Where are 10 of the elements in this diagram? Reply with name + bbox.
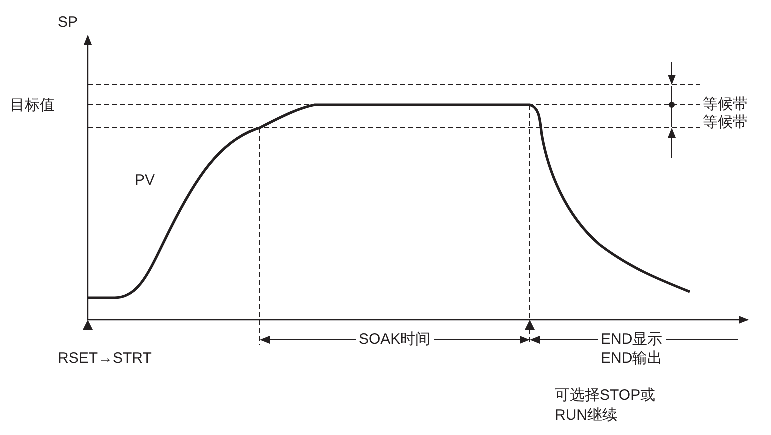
start-label: RSET→STRT bbox=[58, 350, 152, 368]
setpoint-label: 目标值 bbox=[10, 97, 55, 115]
note: 可选择STOP或 RUN继续 bbox=[555, 386, 657, 426]
band-label: 等候带 bbox=[703, 96, 748, 114]
band-label: 等候带 bbox=[703, 114, 748, 132]
end-output-label: END输出 bbox=[601, 350, 663, 368]
axis-label: SP bbox=[58, 14, 78, 32]
end-display-label: END显示 bbox=[598, 331, 666, 349]
curve-label: PV bbox=[135, 172, 156, 190]
time-label: SOAK时间 bbox=[356, 331, 434, 349]
